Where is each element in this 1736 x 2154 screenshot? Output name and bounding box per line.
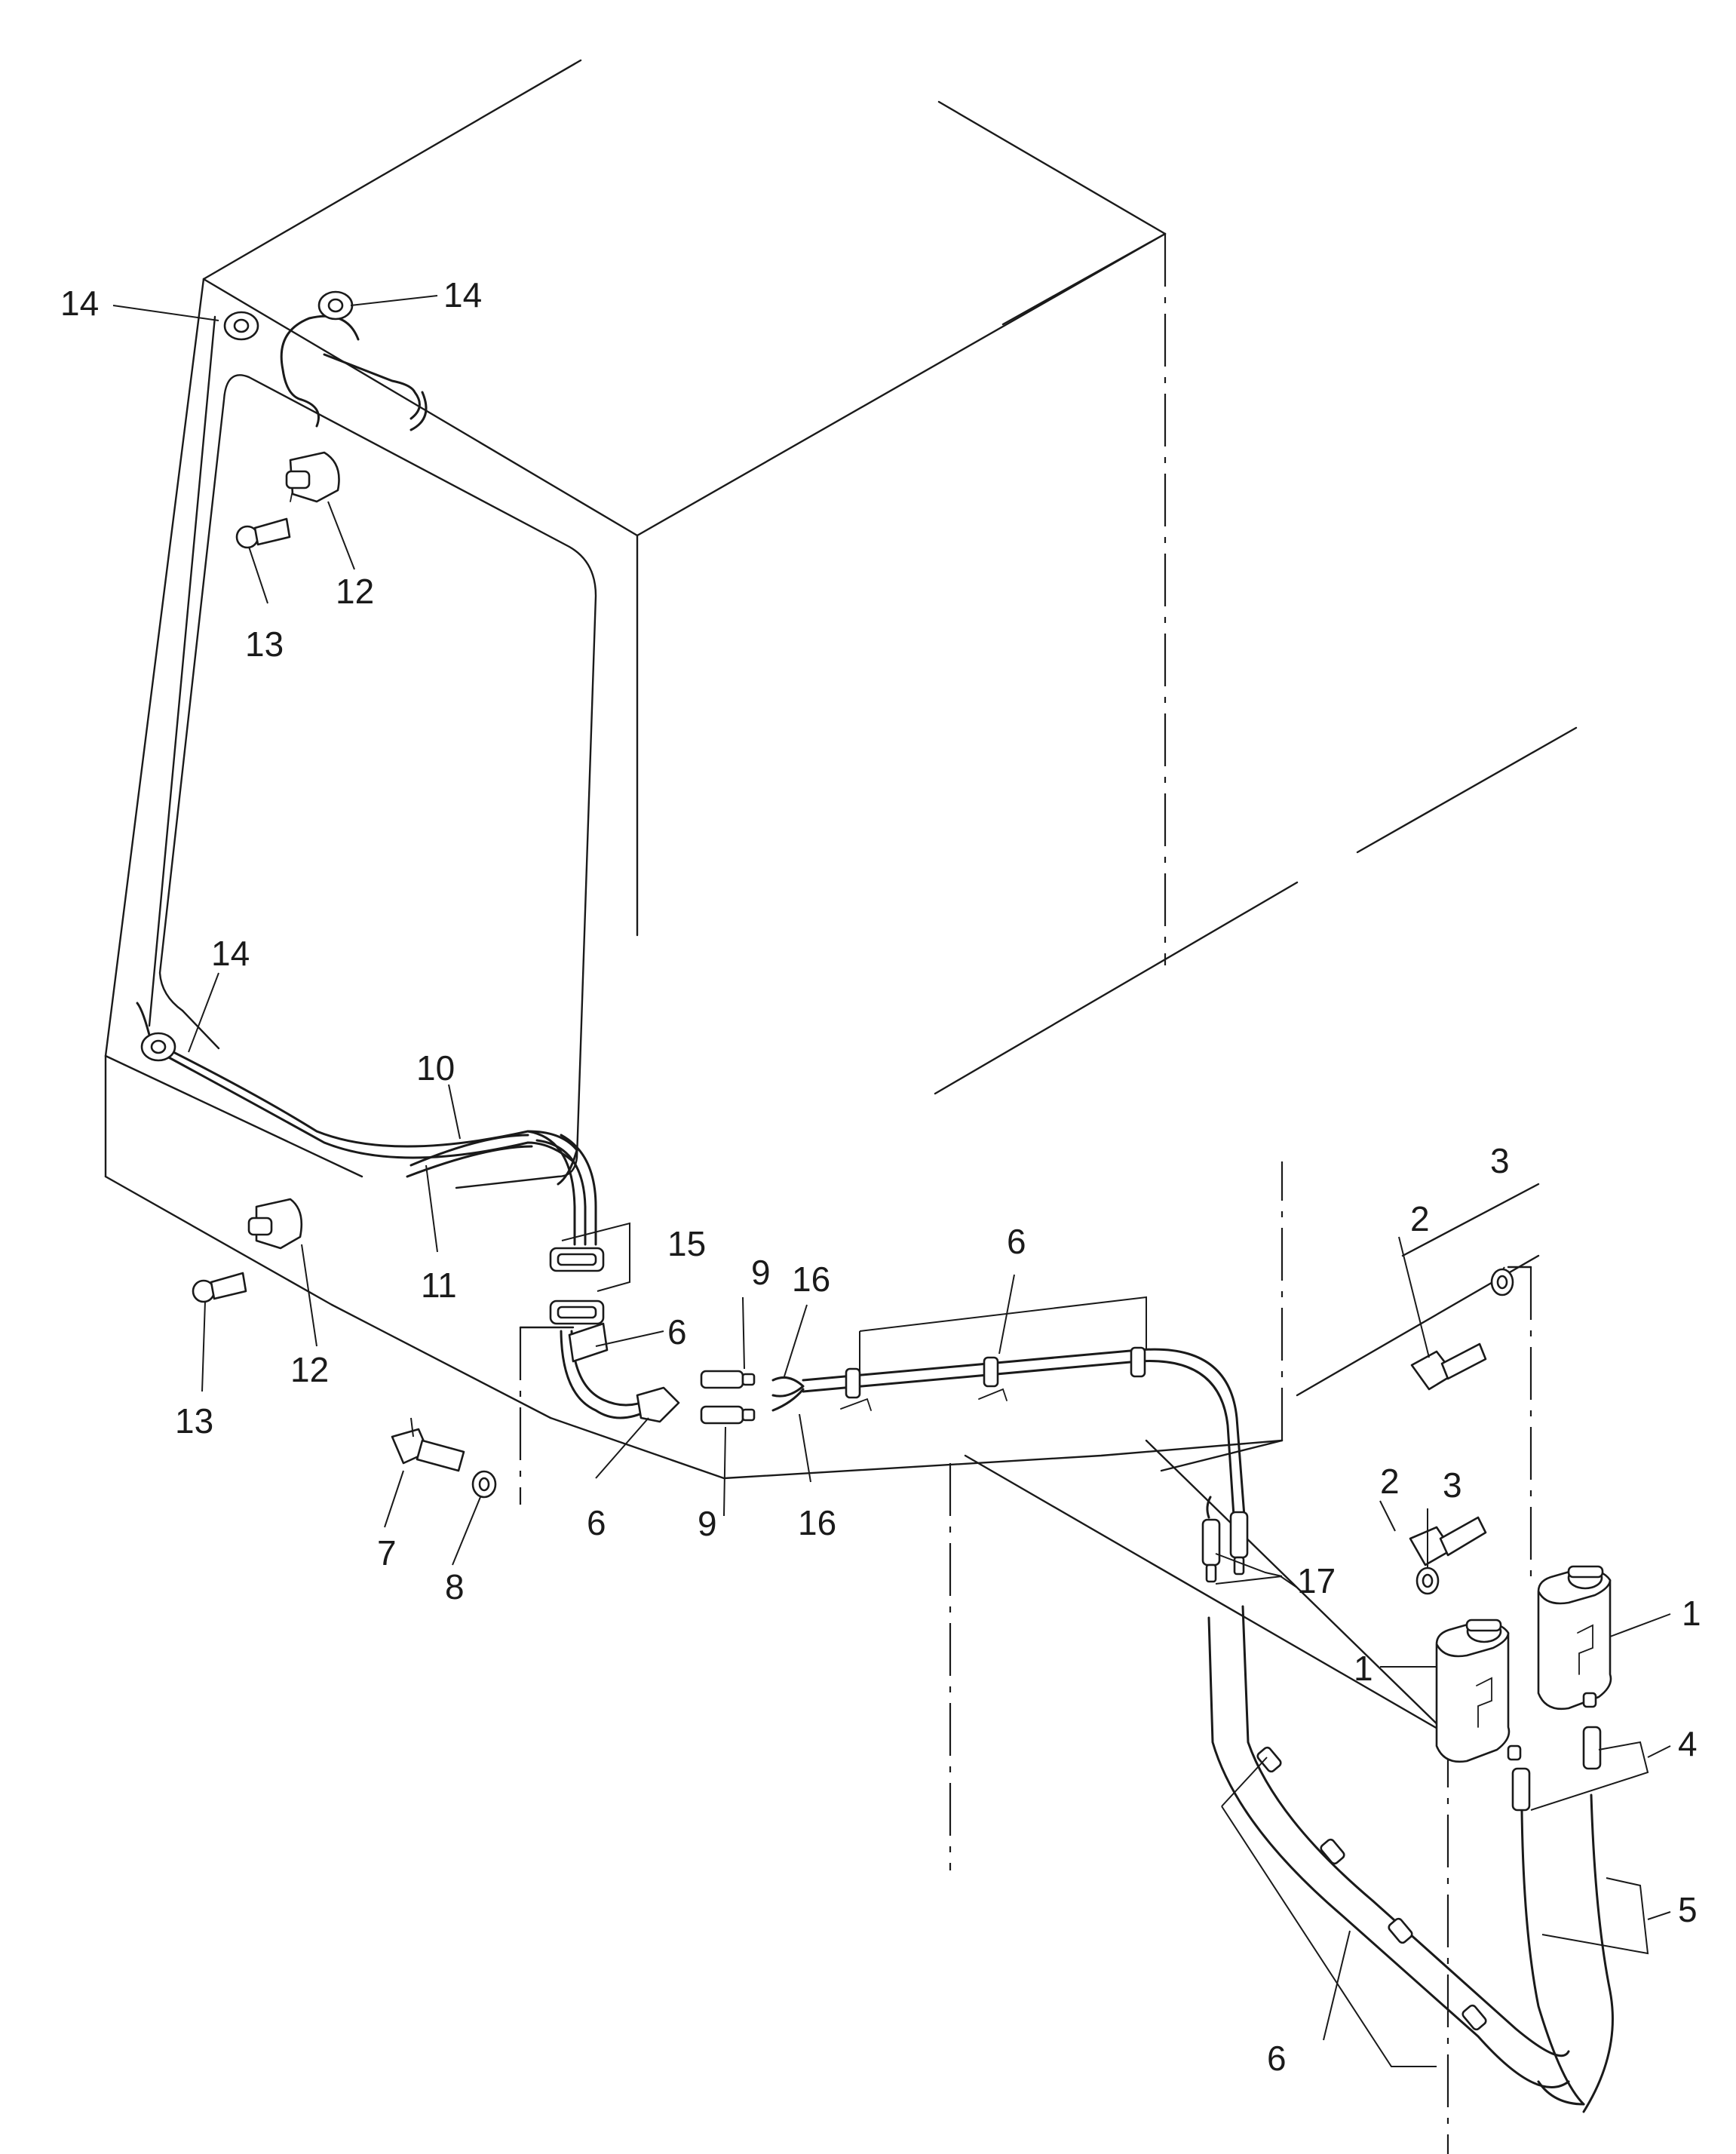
washer-lower [1415,1566,1440,1595]
callout-3-mid: 3 [1443,1465,1462,1505]
callout-2-top: 2 [1410,1199,1430,1238]
callout-8: 8 [445,1567,465,1606]
callout-4: 4 [1678,1724,1698,1763]
callout-brackets [561,1222,1649,2067]
screw-lower [192,1272,247,1303]
hose-clips-diagonal [1256,1746,1487,2031]
callout-16-upper: 16 [792,1260,830,1299]
grommet-lower-left [140,1032,176,1062]
callout-2-mid: 2 [1380,1462,1400,1501]
connector-pair [1511,1726,1602,1812]
hose-clamp-lower [549,1299,605,1325]
check-valve-pair [1201,1511,1249,1583]
washer-hose-routing [136,315,1614,2113]
hose-clamp-upper [549,1247,605,1272]
washer-nozzle-lower [247,1198,303,1250]
callout-6-diagonal: 6 [1267,2039,1287,2078]
callout-16-lower: 16 [798,1503,836,1542]
washer-tank-left [1435,1619,1522,1763]
callout-3-top: 3 [1490,1141,1510,1180]
callout-13-upper: 13 [245,624,284,664]
callout-6-y: 6 [587,1503,606,1542]
washer-nozzle-upper [285,451,340,503]
y-connector-right [771,1376,805,1412]
bolt-top [1410,1342,1487,1391]
callout-9-lower: 9 [698,1504,717,1543]
mounting-bolt [391,1428,465,1472]
callout-7: 7 [377,1533,397,1573]
mounting-washer [471,1470,497,1499]
callout-11: 11 [421,1266,457,1305]
callout-1-right: 1 [1682,1594,1701,1633]
callout-6-clamp: 6 [667,1312,687,1352]
clip-junction [568,1322,609,1363]
washer-tank-right [1537,1565,1612,1711]
washer-upper [1490,1268,1514,1296]
callout-9-upper: 9 [751,1253,771,1292]
callout-labels: 14 14 14 12 13 10 11 12 13 15 6 9 16 6 7… [60,275,1701,2078]
callout-14-lower: 14 [211,934,250,973]
hose-joint-pair [700,1370,756,1425]
callout-15: 15 [667,1224,706,1263]
callout-1-left: 1 [1354,1649,1373,1688]
callout-13-lower: 13 [175,1401,213,1441]
y-connector-left [636,1386,680,1423]
callout-10: 10 [416,1048,455,1088]
bolt-upper [1409,1516,1487,1566]
callout-12-upper: 12 [336,572,374,611]
grommet-upper-left [223,311,259,341]
callout-12-lower: 12 [290,1350,329,1389]
callout-17: 17 [1297,1561,1336,1600]
grommet-upper-right [317,290,354,321]
leader-lines [112,295,1671,2041]
hose-clips-row [840,1346,1146,1411]
callout-6-row: 6 [1007,1222,1026,1261]
callout-5: 5 [1678,1890,1698,1929]
cab-outline [104,59,1578,2154]
windshield-frame [148,315,597,1189]
callout-14-upper-right: 14 [443,275,482,315]
screw-upper [235,517,291,549]
callout-14-upper-left: 14 [60,284,99,323]
